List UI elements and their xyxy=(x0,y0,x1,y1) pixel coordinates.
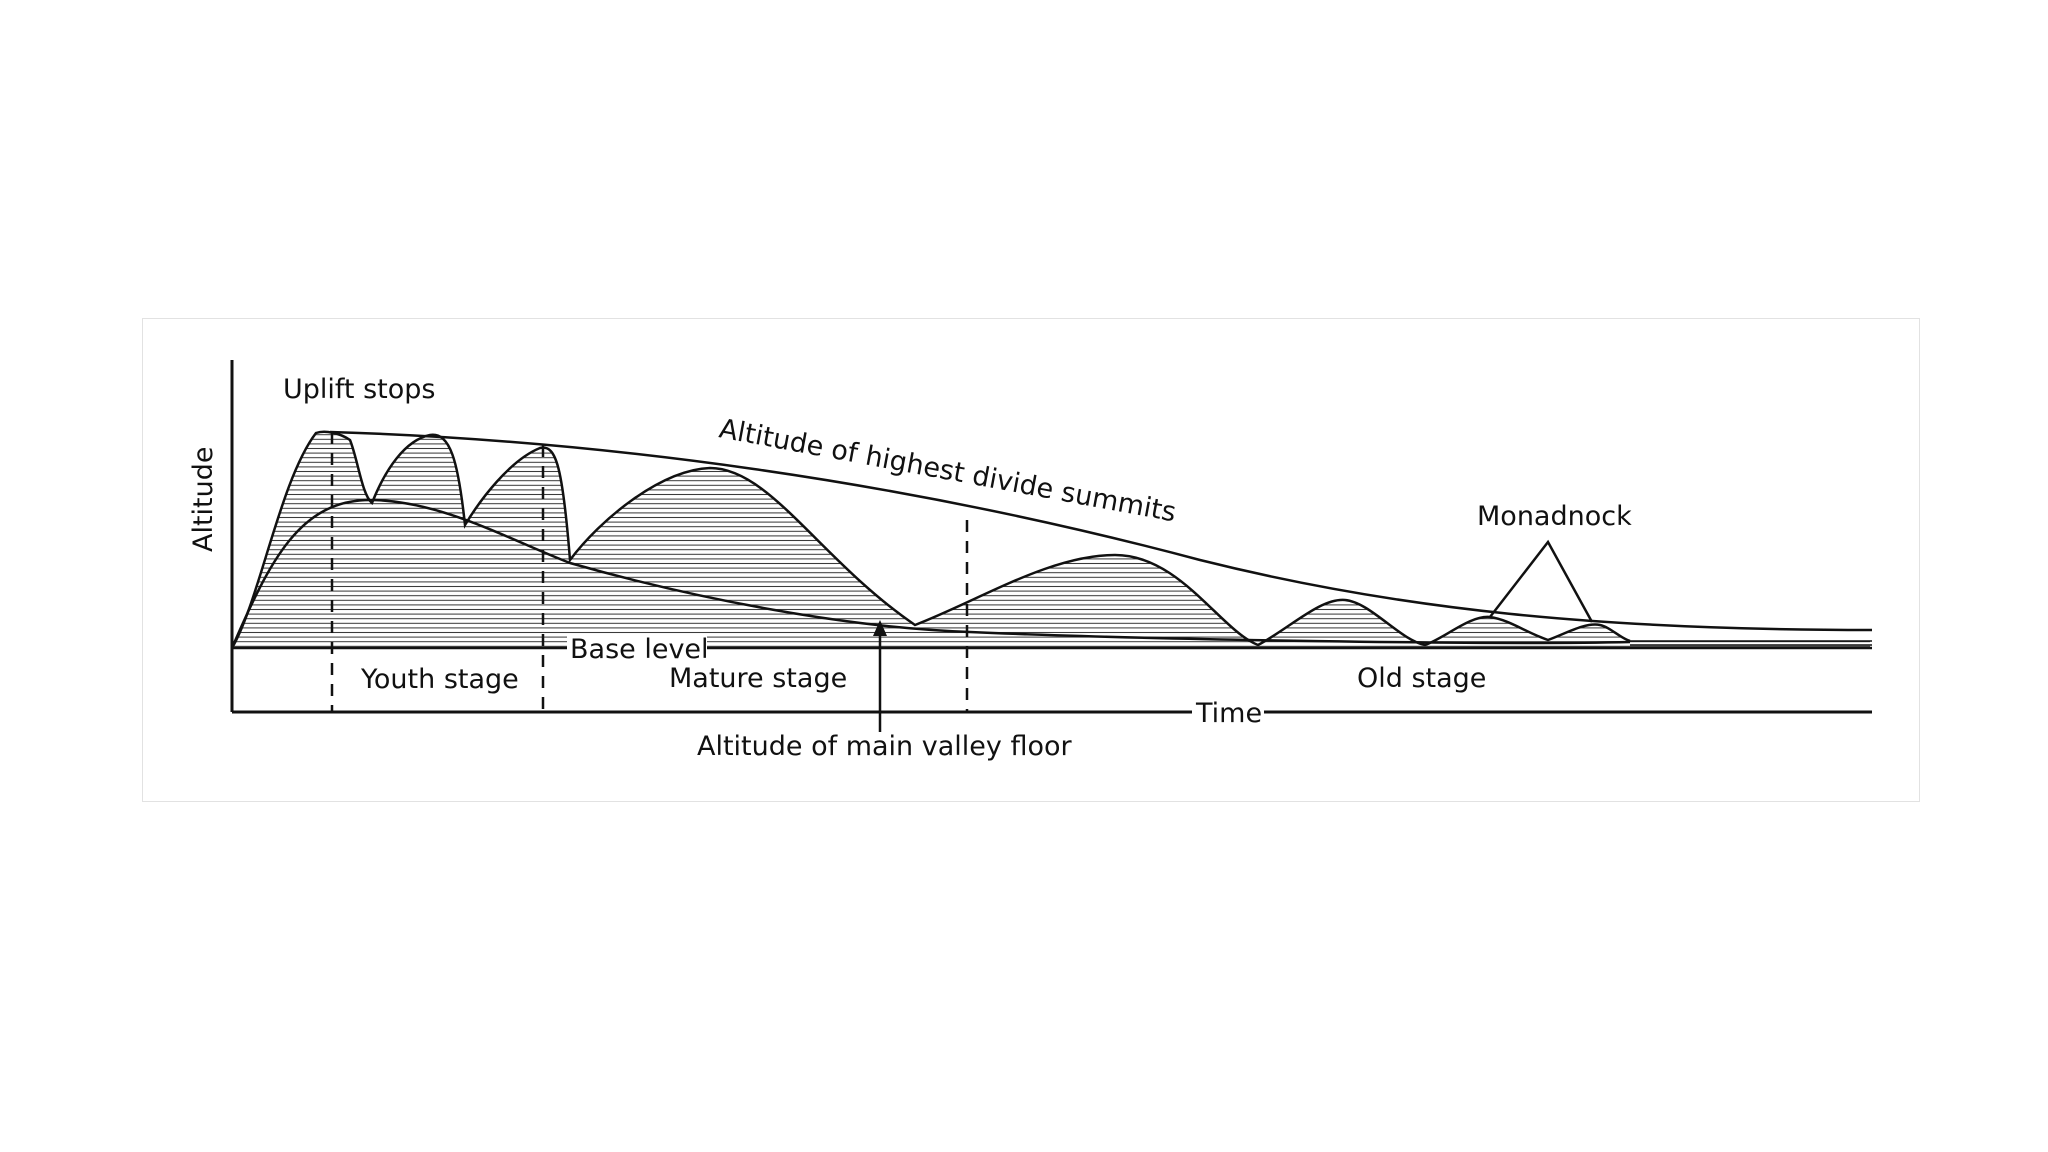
valley-floor-label: Altitude of main valley floor xyxy=(697,731,1072,762)
axes xyxy=(230,360,1872,714)
base-level-label-bg xyxy=(567,634,707,664)
highest-divide-curve xyxy=(329,430,1873,632)
uplift-stops-label: Uplift stops xyxy=(283,374,435,405)
valley-floor-curve xyxy=(230,498,1631,649)
mature-stage-label: Mature stage xyxy=(669,663,847,694)
hatched-relief-area xyxy=(232,431,1870,650)
landform-profile xyxy=(230,430,1631,649)
time-label-bg xyxy=(1192,698,1264,728)
youth-stage-label: Youth stage xyxy=(360,664,519,695)
old-stage-label: Old stage xyxy=(1357,663,1486,694)
monadnock-peak xyxy=(1489,539,1594,623)
monadnock-label: Monadnock xyxy=(1477,501,1632,532)
y-axis-label: Altitude xyxy=(188,446,219,552)
base-level-label: Base level xyxy=(570,634,709,665)
valley-floor-arrowhead xyxy=(873,620,887,636)
x-axis-label: Time xyxy=(1195,698,1262,729)
